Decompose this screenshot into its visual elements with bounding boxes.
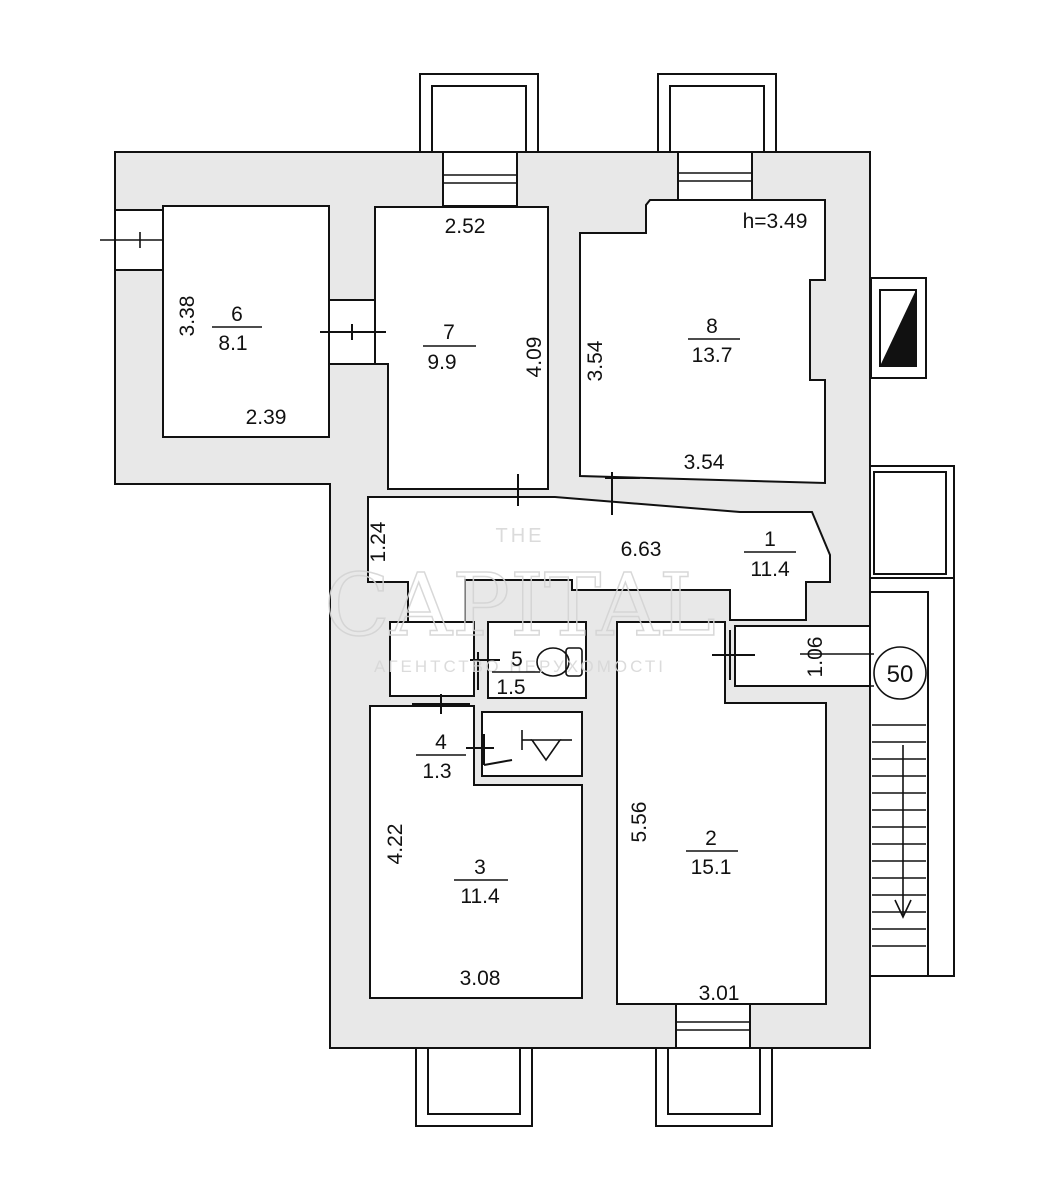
svg-text:1.5: 1.5 <box>496 676 525 699</box>
dim-corridor-height: 1.24 <box>367 521 390 562</box>
dim-room3-width: 3.08 <box>460 967 501 990</box>
window-bay-top-left <box>419 73 539 153</box>
label-room-5: 5 1.5 <box>492 648 540 699</box>
svg-text:3: 3 <box>474 856 486 879</box>
window-bay-bottom-right <box>655 1047 773 1127</box>
door-room5 <box>470 652 500 690</box>
vestibule <box>389 621 475 697</box>
svg-text:13.7: 13.7 <box>692 344 733 367</box>
label-room-7: 7 9.9 <box>423 321 476 374</box>
room-1-corridor <box>367 496 831 623</box>
room-3 <box>369 705 583 999</box>
svg-text:8.1: 8.1 <box>218 332 247 355</box>
dim-room2-width: 3.01 <box>699 982 740 1005</box>
door-room7-corridor <box>488 474 548 506</box>
dim-room6-width: 2.39 <box>246 406 287 429</box>
stair-marker: 50 <box>887 661 914 688</box>
stair-marker-circle <box>873 646 927 700</box>
svg-text:1.3: 1.3 <box>422 760 451 783</box>
stair-steps <box>872 724 926 947</box>
window-bay-bottom-left-frame <box>415 1047 533 1127</box>
window-bottom-2 <box>675 1003 751 1049</box>
ventilation-shaft-icon <box>870 277 927 379</box>
svg-text:5: 5 <box>511 648 523 671</box>
watermark-sub: АГЕНТСТВО НЕРУХОМОСТІ <box>374 657 666 676</box>
label-room-4: 4 1.3 <box>416 731 466 783</box>
sink-icon <box>521 730 572 762</box>
room-2 <box>616 621 827 1005</box>
watermark: THE CAPITAL АГЕНТСТВО НЕРУХОМОСТІ <box>323 525 716 676</box>
svg-text:15.1: 15.1 <box>691 856 732 879</box>
svg-text:9.9: 9.9 <box>427 351 456 374</box>
label-room-1: 1 11.4 <box>744 528 796 581</box>
door-room8-corridor <box>605 472 640 515</box>
dim-room8-height: 3.54 <box>584 340 607 381</box>
dim-room3-height: 4.22 <box>384 824 407 865</box>
svg-text:2: 2 <box>705 827 717 850</box>
room-4 <box>481 711 583 777</box>
door-room2 <box>712 630 755 680</box>
label-room-3: 3 11.4 <box>454 856 508 908</box>
toilet-icon <box>536 647 583 677</box>
exit-passage <box>734 625 871 687</box>
svg-text:1: 1 <box>764 528 776 551</box>
staircase <box>869 465 955 977</box>
label-room-8: 8 13.7 <box>688 315 740 367</box>
dim-room7-width: 2.52 <box>445 215 486 238</box>
dim-passage-width: 1.06 <box>804 637 827 678</box>
ceiling-height: h=3.49 <box>743 210 808 233</box>
door-room4 <box>466 734 513 766</box>
window-top-7 <box>442 151 518 207</box>
dim-room2-height: 5.56 <box>628 802 651 843</box>
svg-text:6: 6 <box>231 303 243 326</box>
watermark-main: CAPITAL <box>324 556 716 656</box>
label-room-2: 2 15.1 <box>686 827 738 879</box>
dim-room7-height: 4.09 <box>523 337 546 378</box>
svg-text:11.4: 11.4 <box>750 558 790 581</box>
stair-arrow-head-icon <box>894 899 912 919</box>
watermark-top: THE <box>496 525 545 547</box>
door-room7-room6 <box>320 299 386 365</box>
room-6 <box>162 205 330 438</box>
dim-corridor-length: 6.63 <box>621 538 662 561</box>
svg-text:11.4: 11.4 <box>460 885 500 908</box>
svg-text:7: 7 <box>443 321 455 344</box>
label-room-6: 6 8.1 <box>212 303 262 355</box>
svg-text:8: 8 <box>706 315 718 338</box>
dim-room8-width: 3.54 <box>684 451 725 474</box>
door-room3 <box>412 694 470 714</box>
svg-text:4: 4 <box>435 731 447 754</box>
window-top-8 <box>677 151 753 201</box>
room-8 <box>579 199 826 485</box>
dim-room6-height: 3.38 <box>176 296 199 337</box>
window-bay-top-right <box>657 73 777 153</box>
